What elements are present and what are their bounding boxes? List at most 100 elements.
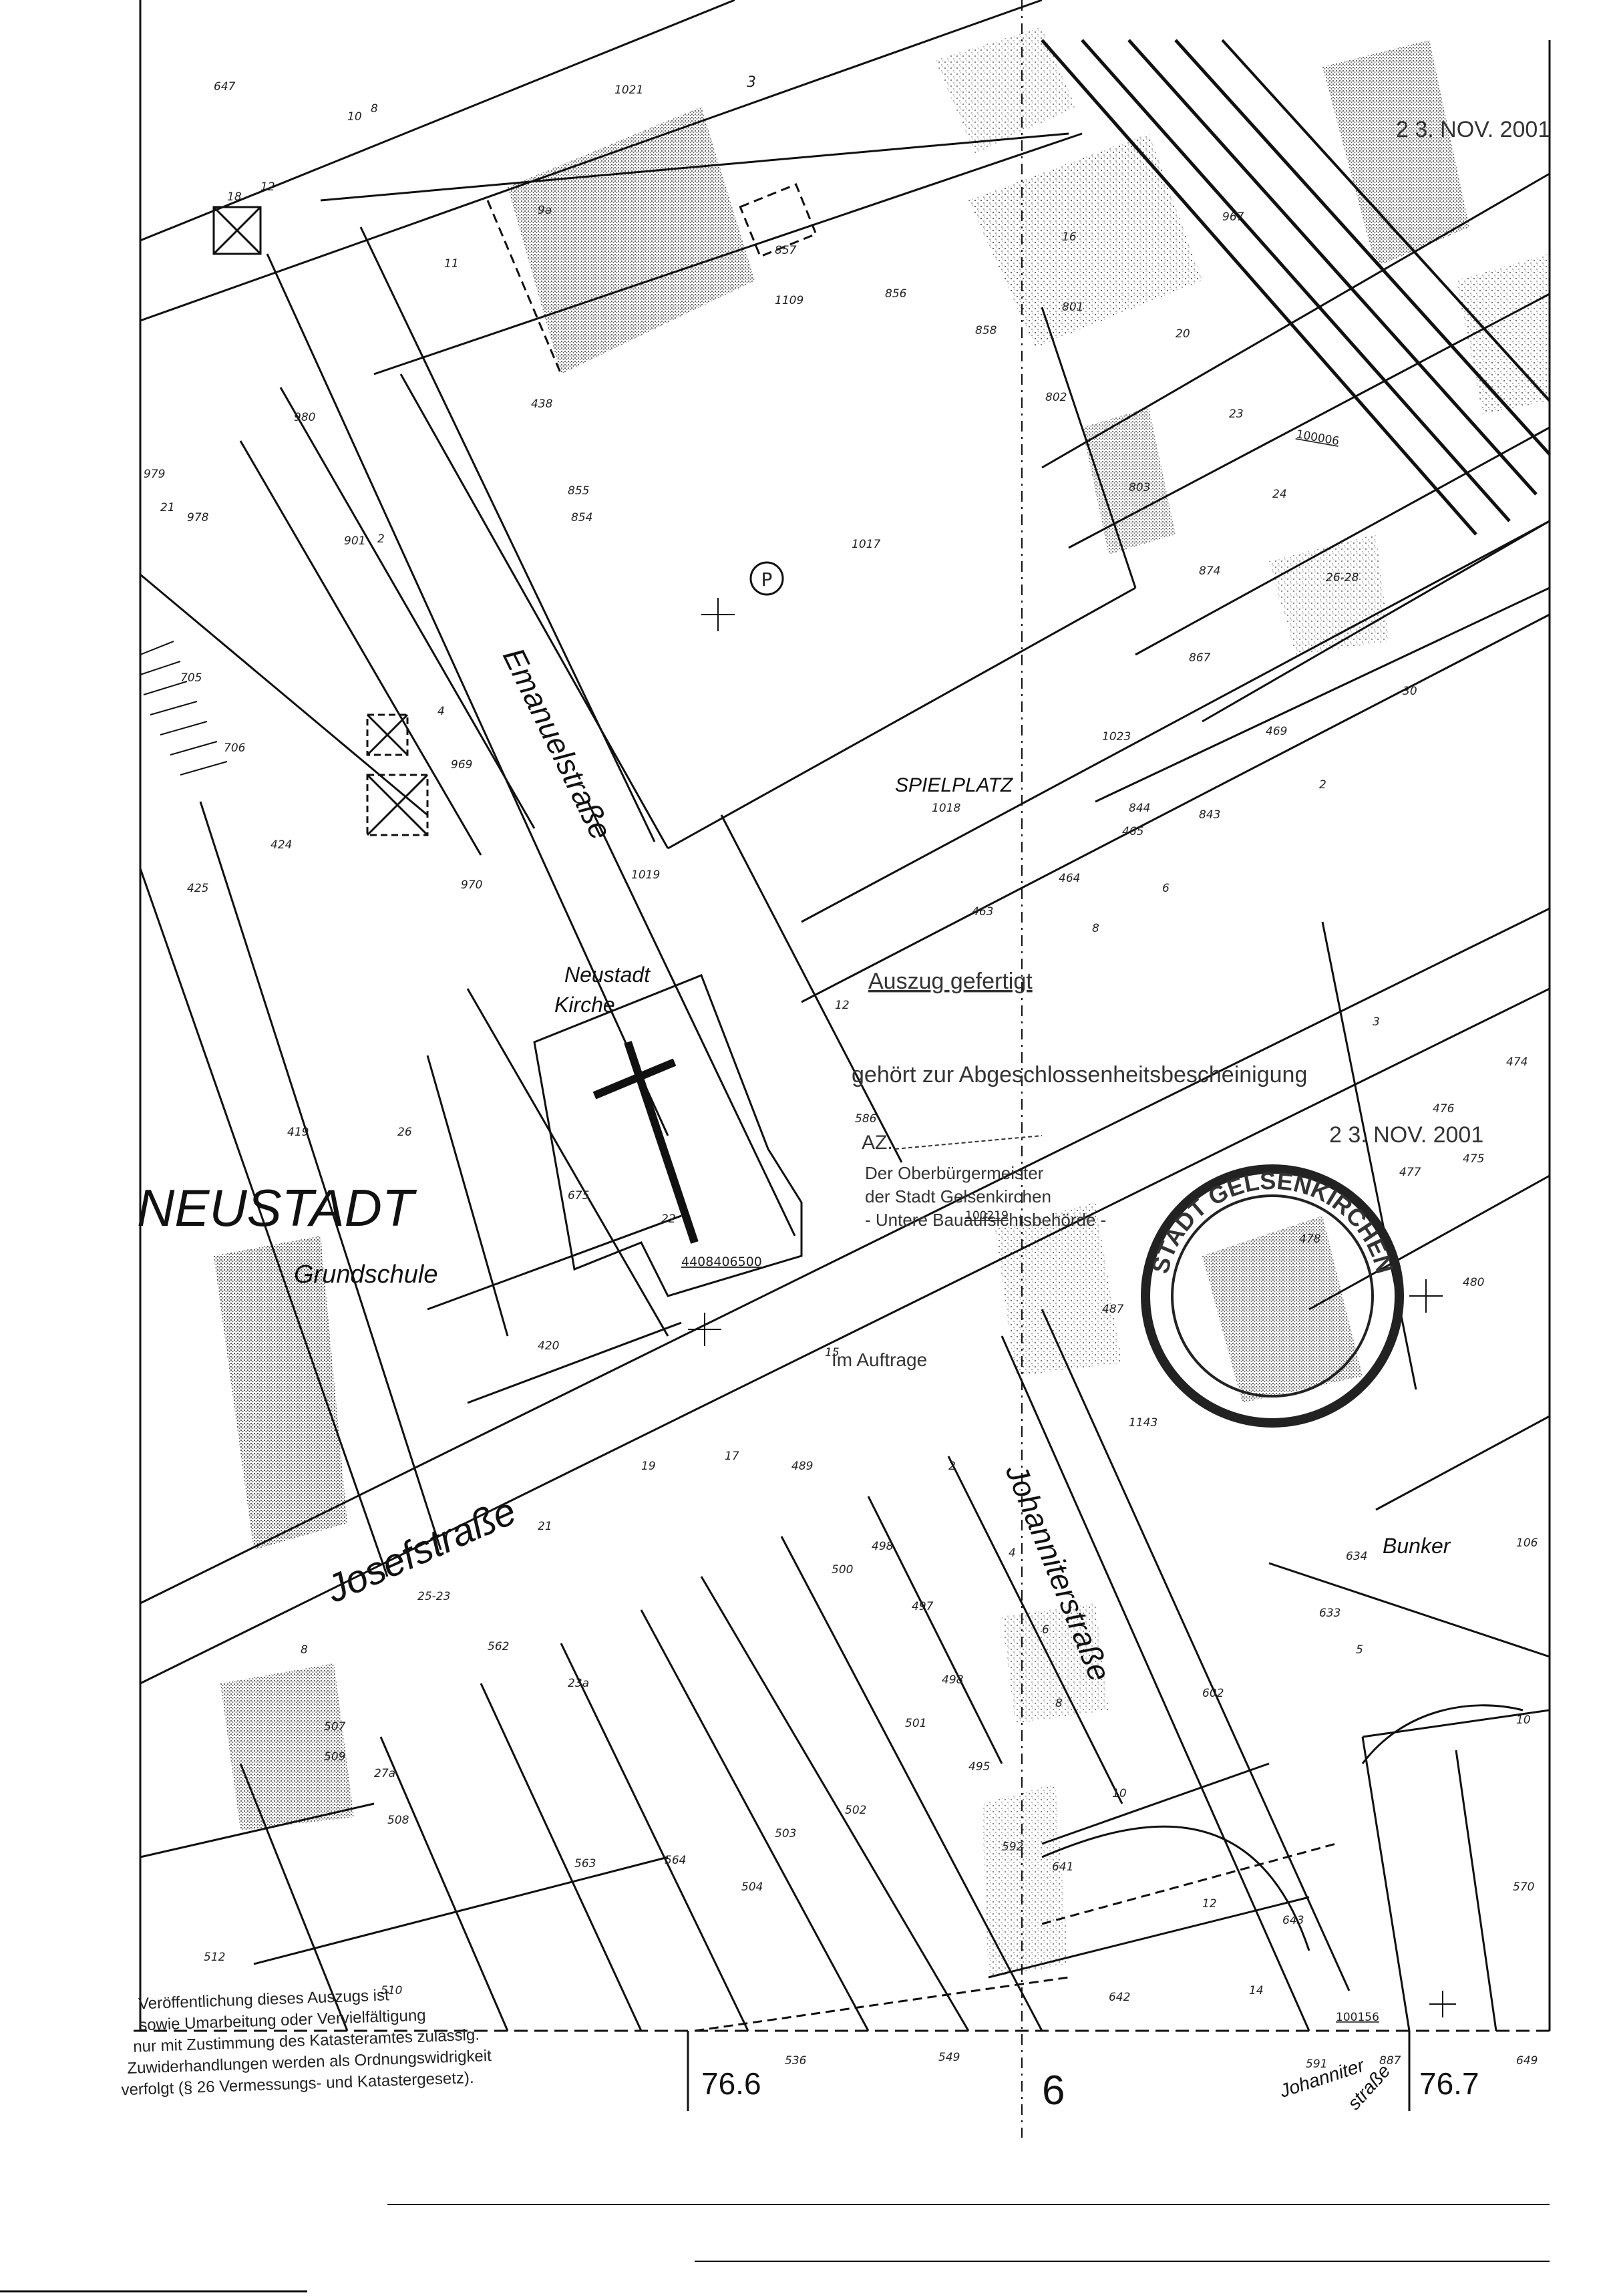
lot-number: 438 xyxy=(531,397,553,411)
lot-number: 901 xyxy=(344,534,365,548)
grid-label-left: 76.6 xyxy=(701,2066,761,2101)
parking-icon: P xyxy=(749,561,784,596)
lot-number: 856 xyxy=(885,287,907,301)
lot-number: 27a xyxy=(374,1767,395,1780)
lot-number: 634 xyxy=(1346,1550,1367,1563)
lot-number: 1021 xyxy=(614,84,643,97)
lot-number: 802 xyxy=(1045,391,1067,404)
lot-number: 8 xyxy=(1092,922,1099,935)
lot-number: 3 xyxy=(747,74,756,91)
lot-number: 497 xyxy=(912,1600,934,1613)
approval-stamp: Auszug gefertigt gehört zur Abgeschlosse… xyxy=(832,117,1550,1370)
lot-number: 23a xyxy=(568,1677,589,1690)
lot-number: 563 xyxy=(574,1857,596,1870)
lot-number: 489 xyxy=(791,1460,813,1473)
lot-number: 16 xyxy=(1062,230,1077,244)
lot-number: 19 xyxy=(641,1460,656,1473)
lot-number: 586 xyxy=(855,1112,877,1126)
lot-number: 844 xyxy=(1129,802,1150,815)
lot-number: 508 xyxy=(387,1814,409,1827)
lot-number: 8 xyxy=(371,102,378,116)
lot-number: 21 xyxy=(538,1520,552,1533)
lot-number: 463 xyxy=(972,905,993,919)
lot-number: 504 xyxy=(741,1880,763,1894)
lot-number: 425 xyxy=(187,882,208,895)
lot-number: 980 xyxy=(294,411,315,424)
lot-number: 509 xyxy=(324,1750,345,1764)
lot-number: 469 xyxy=(1266,725,1287,738)
lot-number: 1017 xyxy=(852,538,880,551)
lot-number: 633 xyxy=(1319,1607,1340,1620)
lot-number: 858 xyxy=(975,324,997,337)
grid-label-middle: 6 xyxy=(1042,2068,1065,2114)
lot-number: 106 xyxy=(1516,1536,1538,1550)
lot-number: 643 xyxy=(1282,1914,1304,1927)
lot-number: 15 xyxy=(825,1346,840,1359)
street-emanuelstrasse: Emanuelstraße xyxy=(496,643,618,845)
lot-number: 20 xyxy=(1176,327,1190,341)
lot-number: 867 xyxy=(1189,651,1211,665)
lot-number: 420 xyxy=(538,1339,559,1353)
church-building xyxy=(533,974,803,1297)
parcel-code-rail: 100006 xyxy=(1295,428,1340,448)
lot-number: 979 xyxy=(144,468,165,481)
lot-number: 24 xyxy=(1272,488,1287,501)
church-label-1: Neustadt xyxy=(564,963,651,987)
lot-number: 647 xyxy=(214,80,236,94)
lot-number: 30 xyxy=(1403,685,1417,698)
lot-number: 464 xyxy=(1059,872,1080,885)
lot-number: 591 xyxy=(1306,2058,1327,2071)
lot-number: 498 xyxy=(872,1540,894,1553)
lot-number: 478 xyxy=(1299,1233,1321,1246)
lot-number: 10 xyxy=(1112,1787,1127,1800)
lot-number: 592 xyxy=(1002,1840,1023,1854)
stamp-line-3: Der Oberbürgermeister xyxy=(865,1163,1044,1183)
lot-number: 803 xyxy=(1129,481,1150,494)
lot-number: 1019 xyxy=(631,868,660,882)
lot-number: 503 xyxy=(775,1827,796,1840)
lot-number: 10 xyxy=(1516,1713,1531,1727)
lot-number: 854 xyxy=(571,511,592,524)
lot-number: 6 xyxy=(1162,882,1170,895)
frame xyxy=(0,0,1551,2293)
lot-number: 510 xyxy=(381,1984,402,1997)
lot-number: 477 xyxy=(1399,1166,1421,1179)
lot-number: 2 xyxy=(948,1460,956,1473)
stamp-line-1: Auszug gefertigt xyxy=(868,969,1033,994)
lot-number: 480 xyxy=(1463,1276,1484,1289)
lot-number: 474 xyxy=(1506,1055,1528,1069)
school-label: Grundschule xyxy=(294,1261,437,1289)
stamp-az-label: AZ. xyxy=(862,1132,893,1154)
lot-number: 642 xyxy=(1109,1991,1130,2004)
lot-number: 649 xyxy=(1516,2054,1538,2068)
crossed-boxes xyxy=(212,206,429,836)
lot-number: 562 xyxy=(488,1640,509,1653)
lot-number: 675 xyxy=(568,1189,589,1202)
lot-number: 843 xyxy=(1199,808,1220,822)
lot-number: 23 xyxy=(1229,407,1244,421)
lot-number: 10 xyxy=(347,110,362,124)
lot-number: 536 xyxy=(785,2054,807,2068)
lot-number: 801 xyxy=(1062,301,1083,314)
lot-number: 498 xyxy=(942,1673,964,1687)
lot-number: 512 xyxy=(204,1951,225,1964)
lot-number: 4 xyxy=(1009,1546,1016,1560)
lot-number: 874 xyxy=(1199,564,1220,578)
bunker-label: Bunker xyxy=(1383,1534,1451,1558)
lot-number: 549 xyxy=(938,2051,960,2064)
lot-number: 602 xyxy=(1202,1687,1224,1700)
parcel-code-center: 100219 xyxy=(965,1209,1009,1222)
block-lines xyxy=(139,0,1551,2031)
lot-number: 967 xyxy=(1222,210,1244,224)
lot-number: 507 xyxy=(324,1720,346,1734)
stamp-date: 2 3. NOV. 2001 xyxy=(1329,1122,1483,1148)
lot-number: 12 xyxy=(835,999,850,1012)
lot-number: 2 xyxy=(1319,778,1326,792)
lot-number: 487 xyxy=(1102,1303,1124,1316)
lot-number: 1018 xyxy=(932,802,960,815)
stamp-line-2: gehört zur Abgeschlossenheitsbescheinigu… xyxy=(852,1062,1307,1088)
lot-number: 564 xyxy=(665,1854,686,1867)
lot-number: 857 xyxy=(775,244,797,257)
lot-number: 8 xyxy=(301,1643,308,1657)
